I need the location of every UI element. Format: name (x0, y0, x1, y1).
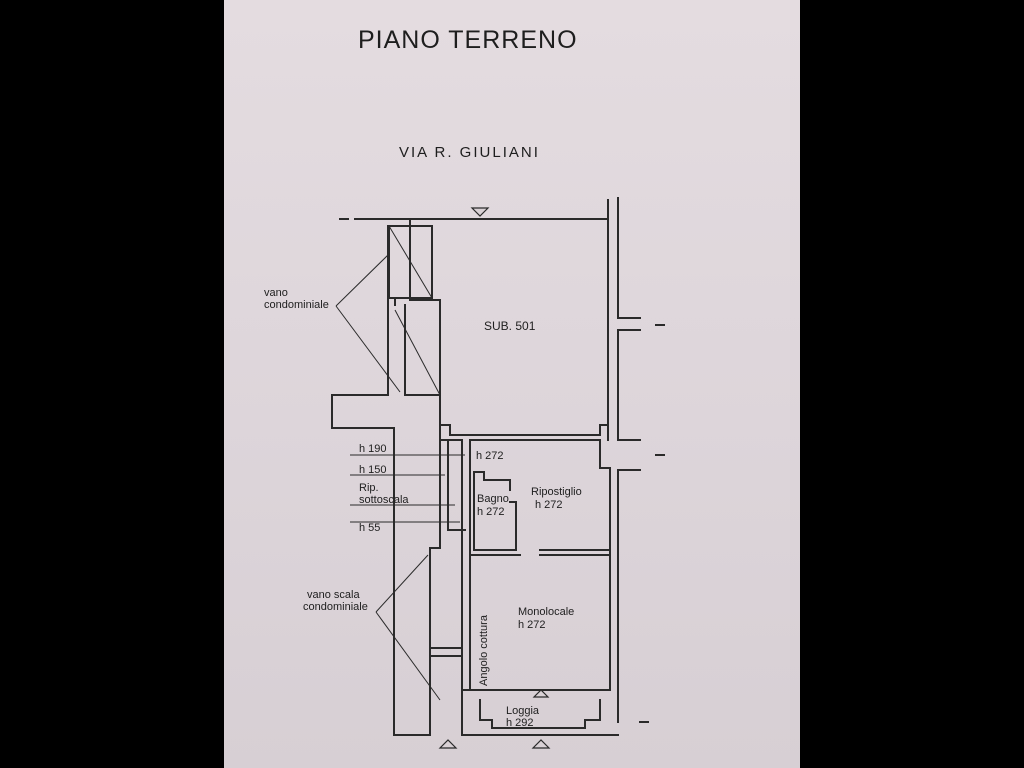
corridor-inner (447, 439, 466, 531)
label-bagno-line1: Bagno (477, 493, 509, 505)
label-monolocale-line1: Monolocale (518, 606, 575, 618)
corridor-wall (429, 439, 441, 549)
plan-title: PIANO TERRENO (358, 26, 578, 54)
label-loggia-line2: h 292 (506, 717, 534, 729)
label-vano-scala-line1: vano scala (307, 589, 360, 601)
loggia-inner (479, 699, 601, 729)
entry-arrow-loggia (532, 689, 550, 698)
leader-vano-2 (335, 305, 401, 393)
stair-diag-1 (388, 225, 433, 299)
label-monolocale-line2: h 272 (518, 619, 546, 631)
label-vano-scala-line2: condominiale (303, 601, 368, 613)
paper-sheet (224, 0, 800, 768)
right-wall-outer-2 (617, 329, 641, 441)
mono-left (461, 439, 471, 691)
entry-arrow-bottom-left (438, 739, 458, 749)
label-ripostiglio-line2: h 272 (535, 499, 563, 511)
label-h150: h 150 (359, 464, 387, 476)
entry-arrow-bottom-right (531, 739, 551, 749)
label-vano-line1: vano (264, 287, 288, 299)
entry-arrow-top (470, 207, 490, 217)
label-corridor-height: h 272 (476, 450, 504, 462)
leader-vano-1 (335, 254, 389, 307)
stair-diag-2 (394, 309, 441, 396)
bath-box (473, 471, 517, 551)
sub-inner-bottom (439, 424, 609, 436)
label-rip-line2: sottoscala (359, 494, 409, 506)
label-rip-line1: Rip. (359, 482, 379, 494)
sub-inner-left (409, 225, 441, 396)
right-wall-outer-3 (617, 469, 641, 723)
label-ripostiglio-line1: Ripostiglio (531, 486, 582, 498)
label-loggia-line1: Loggia (506, 705, 540, 717)
street-name: VIA R. GIULIANI (399, 144, 540, 161)
loggia-wall (461, 689, 471, 736)
bath-top (473, 471, 511, 491)
label-h190: h 190 (359, 443, 387, 455)
rip-right (599, 439, 611, 556)
shaft-right (404, 304, 463, 441)
label-vano-line2: condominiale (264, 299, 329, 311)
label-angolo-cottura: Angolo cottura (478, 615, 490, 686)
label-bagno-line2: h 272 (477, 506, 505, 518)
label-h55: h 55 (359, 522, 381, 534)
leader-scala-1 (375, 554, 429, 613)
shaft-left (331, 297, 395, 736)
label-sub: SUB. 501 (484, 319, 536, 333)
right-wall-outer (617, 197, 641, 319)
leader-scala-2 (375, 611, 441, 701)
